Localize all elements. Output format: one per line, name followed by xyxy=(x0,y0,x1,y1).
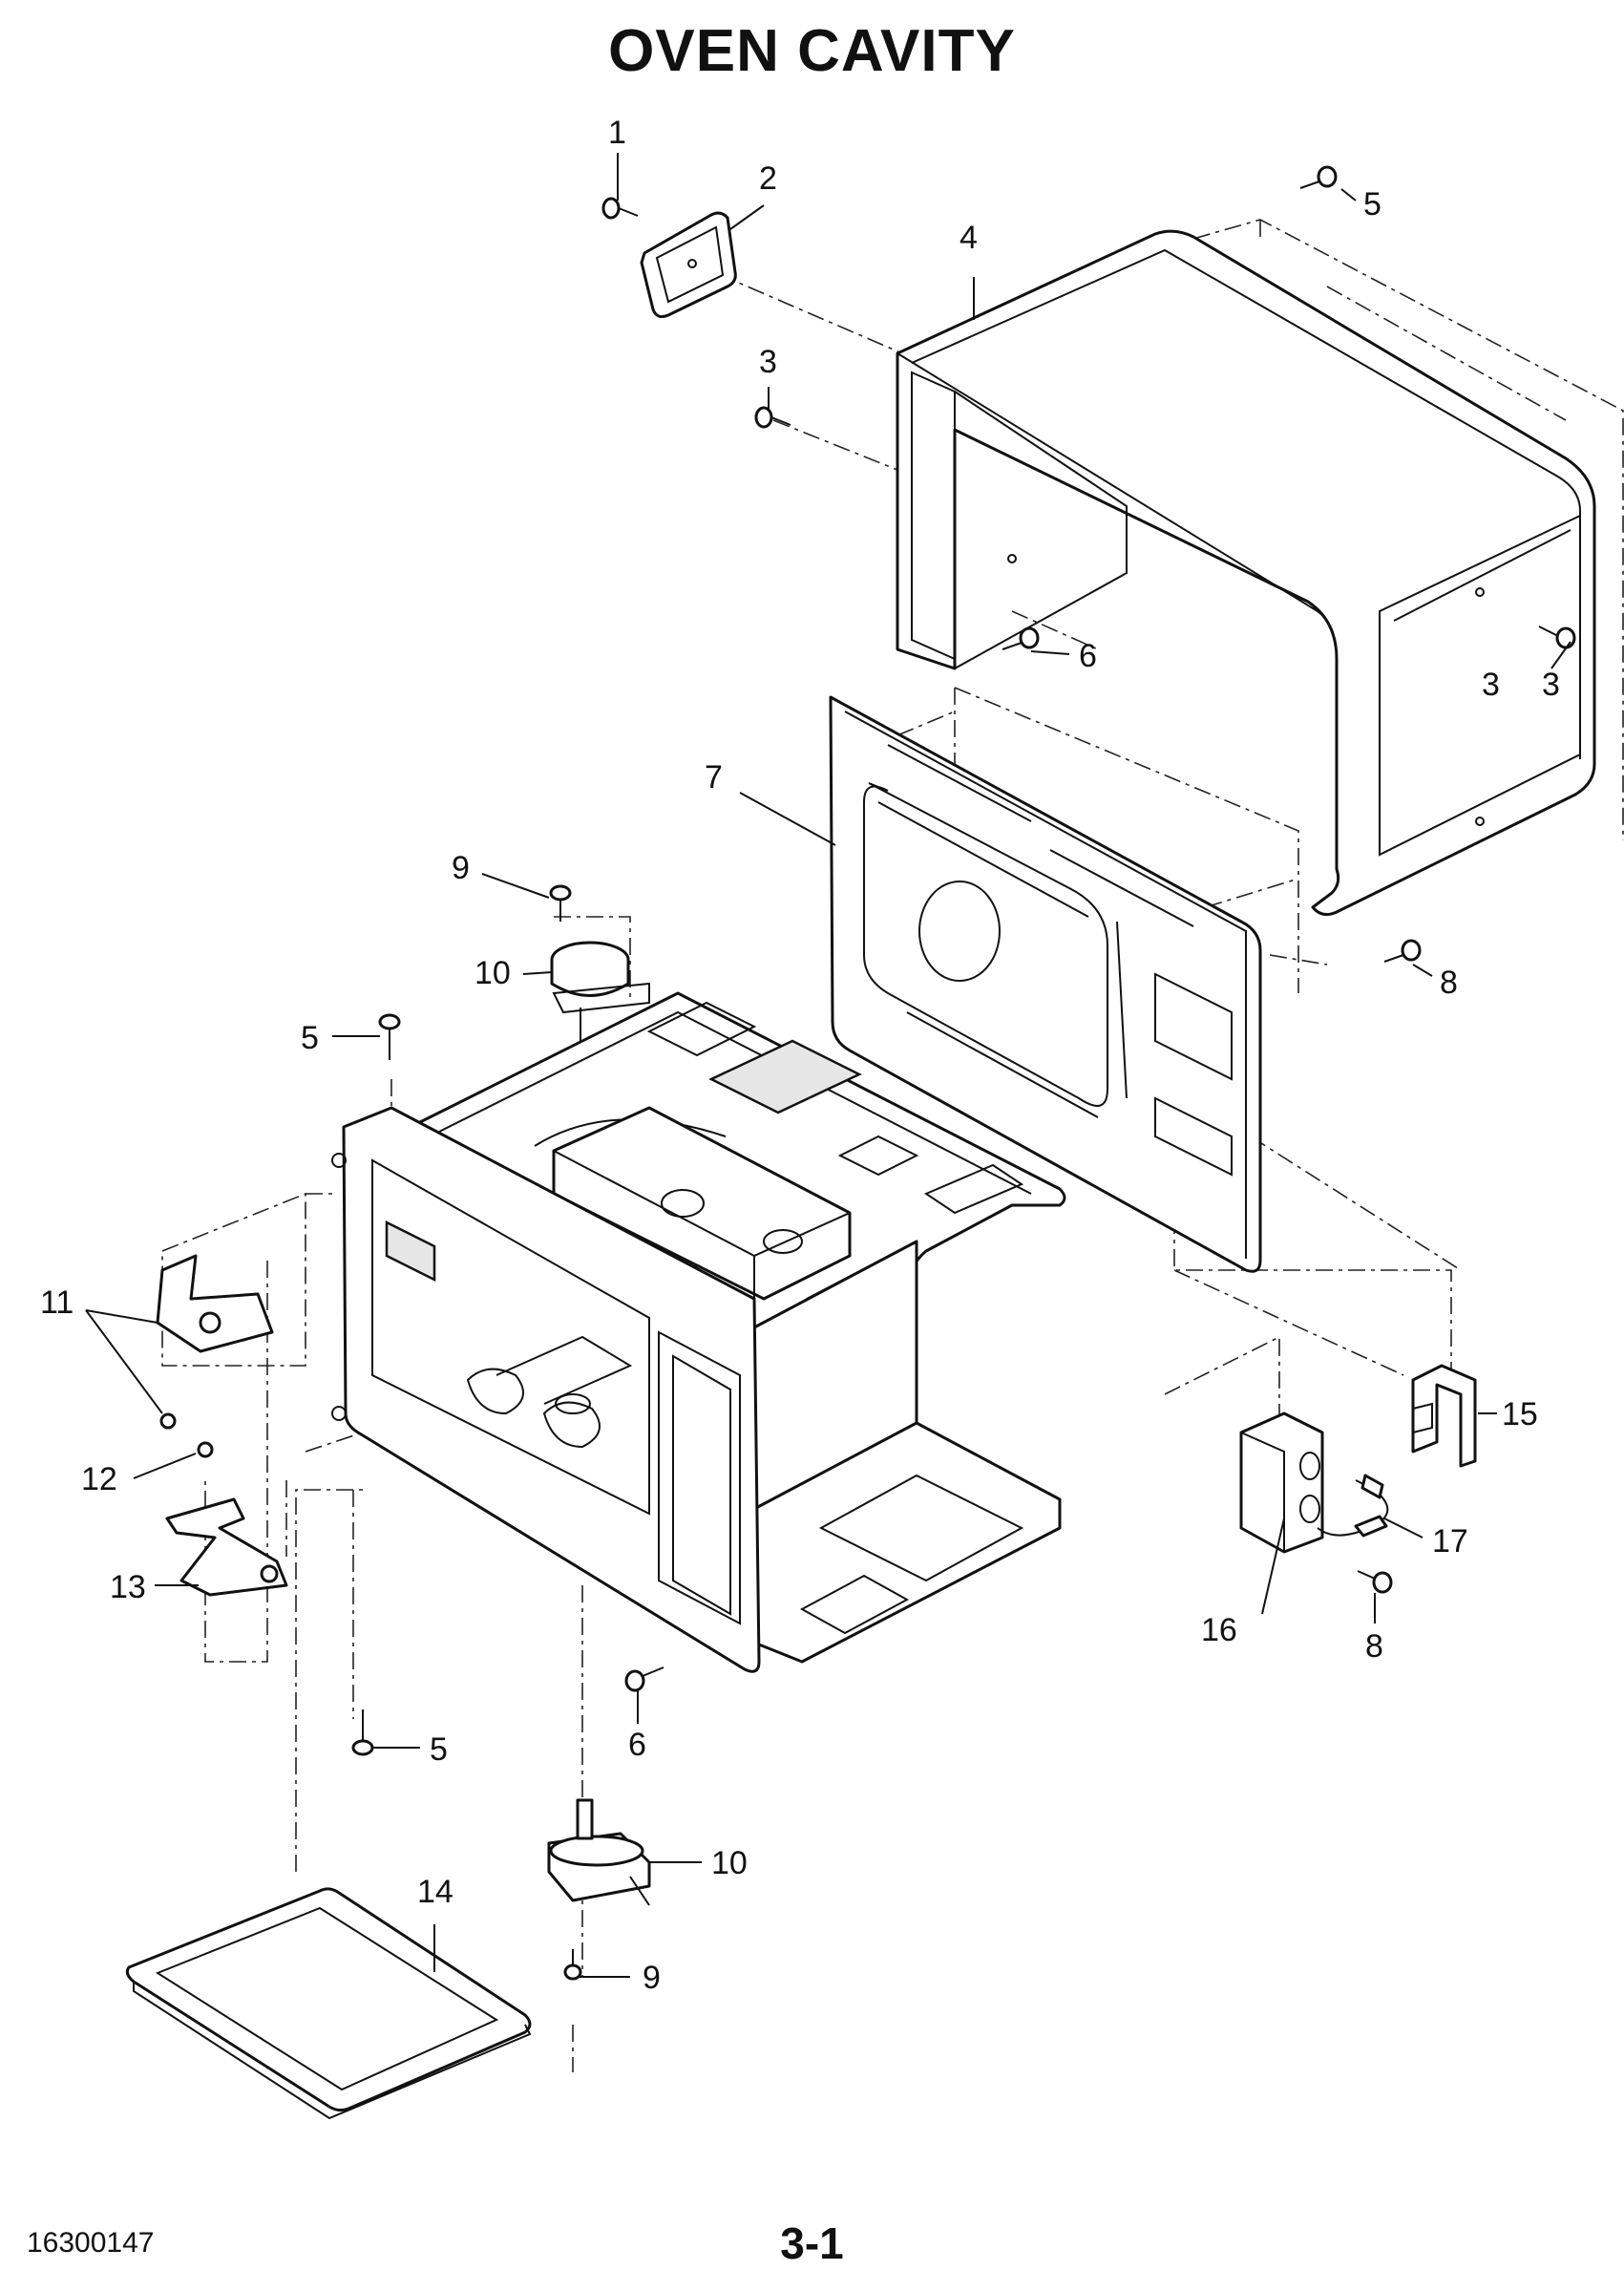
document-number: 16300147 xyxy=(27,2227,155,2259)
callout-17: 17 xyxy=(1432,1523,1468,1560)
callout-3b: 3 xyxy=(1482,667,1500,703)
outer-cabinet xyxy=(896,229,1596,917)
callout-3c: 3 xyxy=(1542,667,1560,703)
callout-5a: 5 xyxy=(1363,186,1381,223)
callout-14: 14 xyxy=(417,1874,453,1910)
callout-8a: 8 xyxy=(1440,965,1458,1001)
callout-numbers: 1 2 3 3 3 4 5 5 5 6 6 7 8 8 9 9 10 10 11… xyxy=(40,115,1560,1996)
callout-2: 2 xyxy=(759,160,777,197)
callout-10b: 10 xyxy=(711,1845,748,1881)
stirrer-motor-top xyxy=(550,941,650,1041)
callout-15: 15 xyxy=(1502,1396,1538,1432)
callout-5c: 5 xyxy=(430,1731,448,1768)
callout-10a: 10 xyxy=(475,955,511,991)
page-number: 3-1 xyxy=(780,2218,844,2268)
callout-7: 7 xyxy=(705,759,723,796)
callout-1: 1 xyxy=(608,115,626,151)
callout-5b: 5 xyxy=(301,1020,319,1056)
wire-lead xyxy=(1317,1474,1389,1538)
callout-11: 11 xyxy=(40,1284,74,1321)
cover-plate xyxy=(640,211,737,318)
oven-cavity-body xyxy=(331,991,1066,1673)
latch-hook-13 xyxy=(165,1497,288,1597)
callout-12: 12 xyxy=(81,1461,117,1497)
callout-16: 16 xyxy=(1201,1612,1237,1648)
callout-8b: 8 xyxy=(1365,1628,1383,1665)
switch-bracket xyxy=(1411,1364,1477,1468)
callout-6a: 6 xyxy=(1079,638,1097,674)
callout-13: 13 xyxy=(110,1569,146,1605)
latch-hook-11 xyxy=(156,1254,274,1353)
lamp-socket xyxy=(1239,1411,1324,1554)
bottom-tray xyxy=(125,1887,532,2120)
callout-4: 4 xyxy=(960,220,978,256)
callout-9b: 9 xyxy=(643,1960,661,1996)
callout-3a: 3 xyxy=(759,344,777,380)
leader-lines xyxy=(85,153,1571,1978)
back-plate xyxy=(829,695,1262,1273)
callout-6b: 6 xyxy=(628,1727,646,1763)
screws xyxy=(159,165,1576,1981)
page-title: OVEN CAVITY xyxy=(608,18,1016,84)
callout-9a: 9 xyxy=(452,850,470,886)
turntable-motor-bottom xyxy=(547,1798,651,1906)
